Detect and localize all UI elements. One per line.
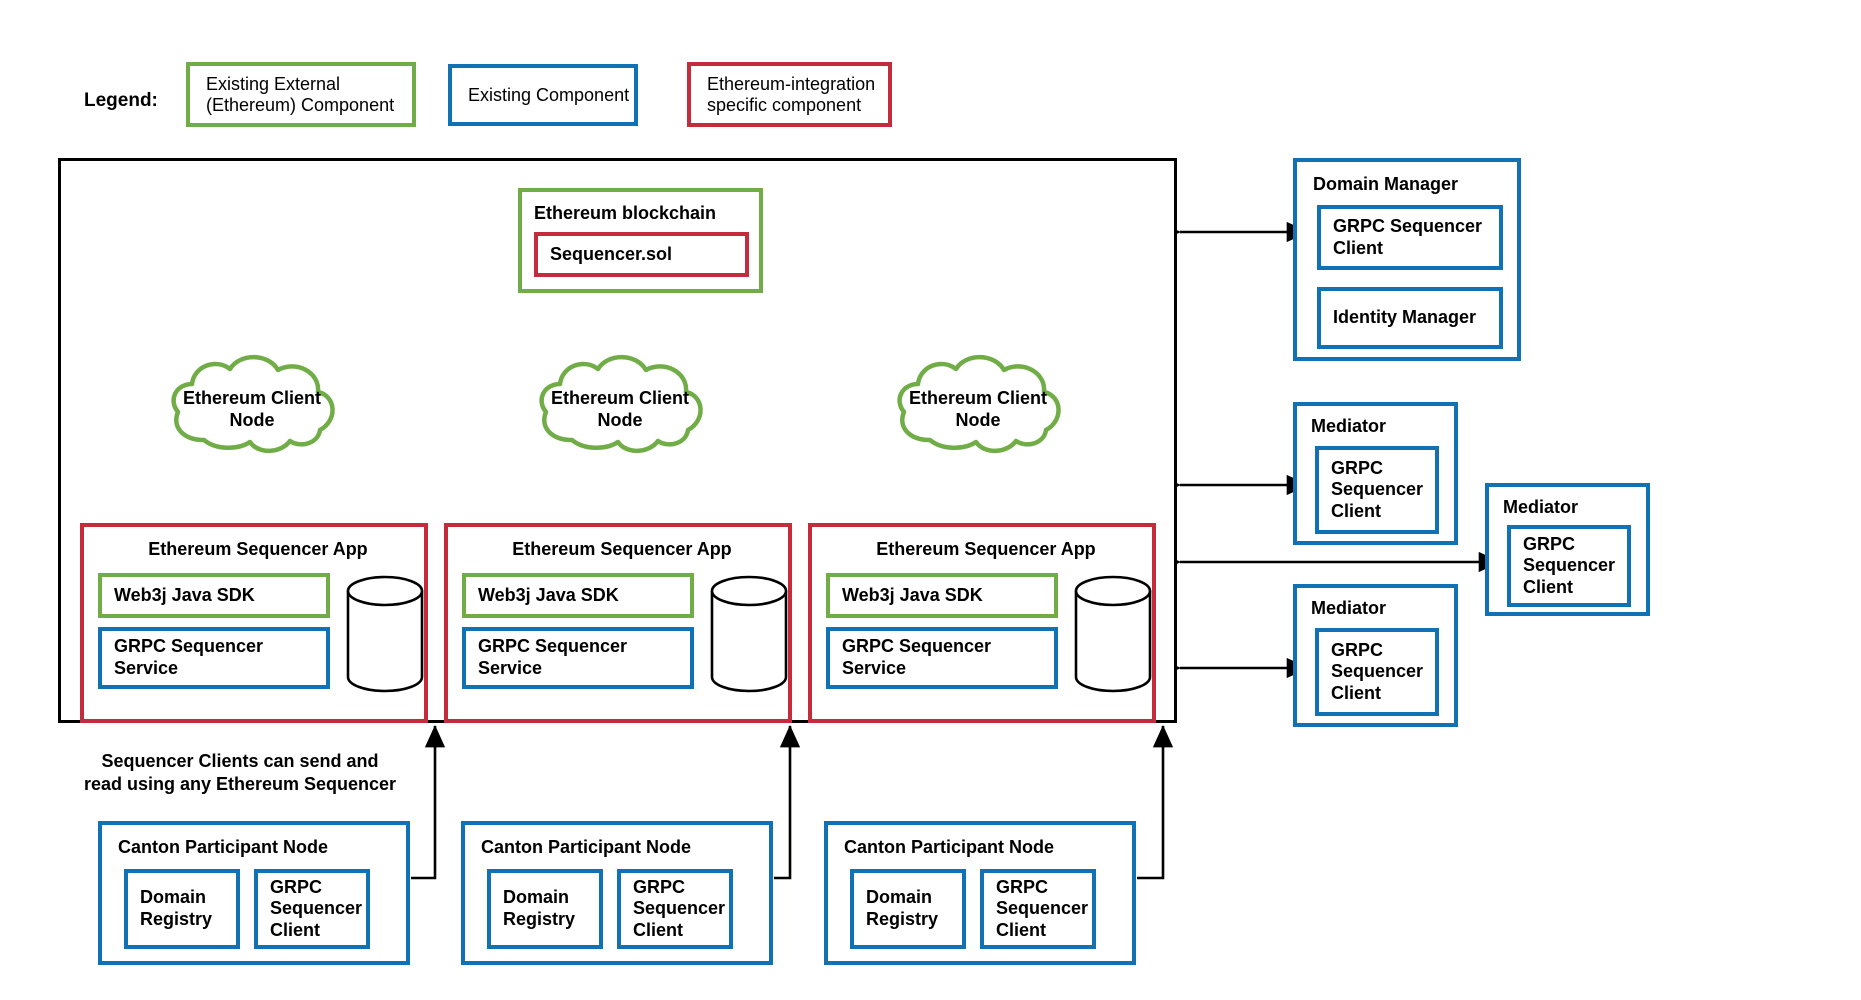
- web3j-java-sdk-box: Web3j Java SDK: [462, 573, 694, 618]
- grpc-sequencer-service-box: GRPC Sequencer Service: [462, 627, 694, 689]
- legend-item-label: Existing External (Ethereum) Component: [206, 73, 395, 115]
- ethereum-blockchain-title: Ethereum blockchain: [534, 203, 717, 223]
- canton-participant-node-2: Canton Participant Node Domain Registry …: [461, 821, 773, 965]
- database-cylinder-icon: [346, 575, 424, 693]
- participant-grpc-client-box: GRPC Sequencer Client: [254, 869, 370, 949]
- grpc-sequencer-service-label: GRPC Sequencer Service: [114, 636, 264, 678]
- grpc-sequencer-service-box: GRPC Sequencer Service: [826, 627, 1058, 689]
- mediator-box-1: Mediator GRPC Sequencer Client: [1293, 402, 1458, 545]
- mediator-title: Mediator: [1503, 497, 1579, 517]
- web3j-sdk-label: Web3j Java SDK: [478, 584, 619, 605]
- grpc-sequencer-client-label: GRPC Sequencer Client: [270, 876, 363, 940]
- identity-manager-label: Identity Manager: [1333, 307, 1477, 328]
- sequencer-app-title: Ethereum Sequencer App: [876, 539, 1096, 559]
- web3j-sdk-label: Web3j Java SDK: [842, 584, 983, 605]
- canton-participant-node-1: Canton Participant Node Domain Registry …: [98, 821, 410, 965]
- arrow-participant3-to-seqapp3: [1137, 724, 1174, 880]
- web3j-java-sdk-box: Web3j Java SDK: [826, 573, 1058, 618]
- participant-title: Canton Participant Node: [844, 837, 1055, 857]
- domain-registry-label: Domain Registry: [140, 887, 213, 929]
- legend-item-label: Ethereum-integration specific component: [707, 73, 876, 115]
- arrow-participant1-to-seqapp1: [411, 724, 446, 880]
- participant-title: Canton Participant Node: [481, 837, 692, 857]
- web3j-sdk-label: Web3j Java SDK: [114, 584, 255, 605]
- legend-item-label: Existing Component: [468, 84, 630, 105]
- grpc-sequencer-service-label: GRPC Sequencer Service: [478, 636, 628, 678]
- database-cylinder-icon: [710, 575, 788, 693]
- database-cylinder-icon: [1074, 575, 1152, 693]
- legend-item-existing-component: Existing Component: [448, 64, 638, 126]
- grpc-sequencer-client-label: GRPC Sequencer Client: [1331, 457, 1424, 521]
- domain-registry-box: Domain Registry: [124, 869, 240, 949]
- mediator-grpc-client-box: GRPC Sequencer Client: [1315, 628, 1439, 716]
- domain-registry-box: Domain Registry: [487, 869, 603, 949]
- mediator-box-2: Mediator GRPC Sequencer Client: [1485, 483, 1650, 616]
- grpc-sequencer-client-label: GRPC Sequencer Client: [633, 876, 726, 940]
- sequencer-app-title: Ethereum Sequencer App: [148, 539, 368, 559]
- identity-manager-box: Identity Manager: [1317, 287, 1503, 349]
- domain-registry-label: Domain Registry: [503, 887, 576, 929]
- sequencer-sol-label: Sequencer.sol: [550, 243, 673, 264]
- participant-grpc-client-box: GRPC Sequencer Client: [980, 869, 1096, 949]
- domain-manager-title: Domain Manager: [1313, 174, 1459, 194]
- grpc-sequencer-client-label: GRPC Sequencer Client: [996, 876, 1089, 940]
- participant-title: Canton Participant Node: [118, 837, 329, 857]
- mediator-grpc-client-box: GRPC Sequencer Client: [1507, 525, 1631, 607]
- domain-registry-box: Domain Registry: [850, 869, 966, 949]
- ethereum-blockchain-box: Ethereum blockchain Sequencer.sol: [518, 188, 763, 293]
- domain-manager-box: Domain Manager GRPC Sequencer Client Ide…: [1293, 158, 1521, 361]
- grpc-sequencer-service-box: GRPC Sequencer Service: [98, 627, 330, 689]
- ethereum-sequencer-app-2: Ethereum Sequencer App Web3j Java SDK GR…: [444, 523, 792, 723]
- canton-participant-node-3: Canton Participant Node Domain Registry …: [824, 821, 1136, 965]
- grpc-sequencer-client-label: GRPC Sequencer Client: [1523, 533, 1616, 597]
- grpc-sequencer-client-label: GRPC Sequencer Client: [1331, 639, 1424, 703]
- mediator-grpc-client-box: GRPC Sequencer Client: [1315, 446, 1439, 534]
- legend-item-ethereum-integration: Ethereum-integration specific component: [687, 62, 892, 127]
- domain-manager-grpc-client-box: GRPC Sequencer Client: [1317, 205, 1503, 270]
- ethereum-sequencer-app-3: Ethereum Sequencer App Web3j Java SDK GR…: [808, 523, 1156, 723]
- legend-title: Legend:: [84, 90, 158, 111]
- sequencer-app-title: Ethereum Sequencer App: [512, 539, 732, 559]
- domain-registry-label: Domain Registry: [866, 887, 939, 929]
- grpc-sequencer-service-label: GRPC Sequencer Service: [842, 636, 992, 678]
- mediator-box-3: Mediator GRPC Sequencer Client: [1293, 584, 1458, 727]
- arrow-participant2-to-seqapp2: [774, 724, 801, 880]
- mediator-title: Mediator: [1311, 416, 1387, 436]
- ethereum-sequencer-app-1: Ethereum Sequencer App Web3j Java SDK GR…: [80, 523, 428, 723]
- sequencer-sol-box: Sequencer.sol: [534, 232, 749, 277]
- participant-grpc-client-box: GRPC Sequencer Client: [617, 869, 733, 949]
- grpc-sequencer-client-label: GRPC Sequencer Client: [1333, 215, 1483, 258]
- web3j-java-sdk-box: Web3j Java SDK: [98, 573, 330, 618]
- sequencer-clients-note: Sequencer Clients can send and read usin…: [83, 751, 397, 794]
- legend-item-external-ethereum: Existing External (Ethereum) Component: [186, 62, 416, 127]
- mediator-title: Mediator: [1311, 598, 1387, 618]
